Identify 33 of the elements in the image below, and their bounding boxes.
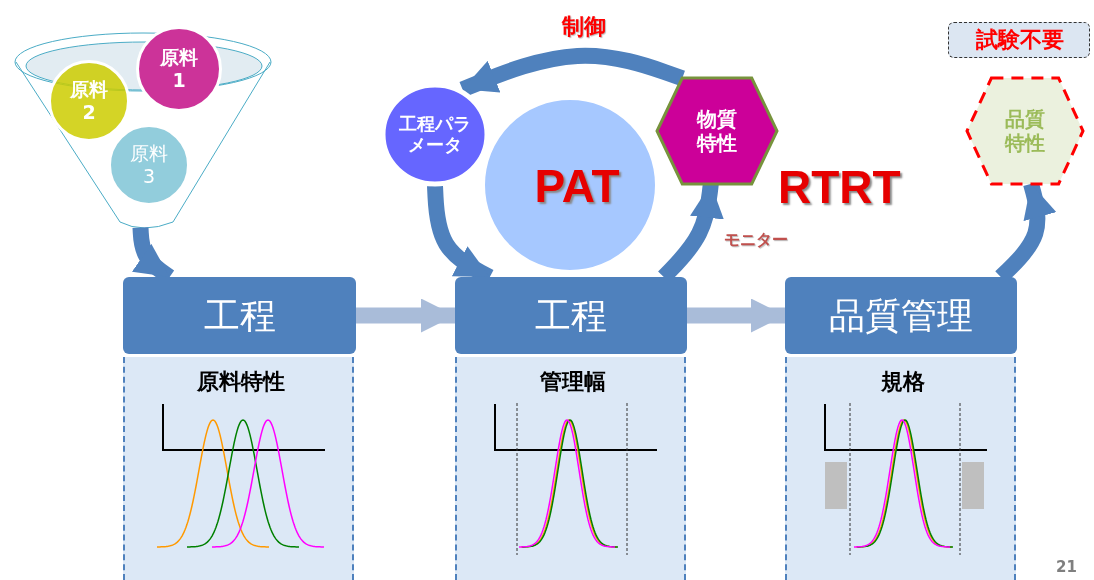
node-label: 物質特性 [695, 107, 738, 155]
panel-title: 原料特性 [195, 369, 286, 396]
chevron-arrow [356, 298, 455, 333]
panel-title: 管理幅 [538, 369, 607, 396]
process-header [455, 277, 687, 354]
node-label: 原料2 [69, 78, 109, 124]
node-label: 試験不要 [975, 26, 1065, 54]
acronym-label: RTRT [778, 160, 901, 214]
chart-panel [455, 357, 686, 580]
node-label: 工程パラメータ [398, 112, 472, 157]
chevron-arrow [687, 298, 785, 333]
chart-panel [123, 357, 354, 580]
material-circle [108, 124, 190, 206]
pat-circle [482, 97, 658, 273]
quality-control-header [785, 277, 1017, 354]
node-label: 原料3 [129, 142, 169, 188]
node-label: 品質特性 [1003, 107, 1046, 155]
node-label: 原料1 [159, 46, 199, 92]
curved-arrow [459, 47, 685, 97]
panel-title: 規格 [879, 369, 926, 396]
chart-panel [785, 357, 1016, 580]
material-attribute-hexagon [655, 76, 779, 186]
page-number: 21 [1056, 558, 1077, 576]
node-label: 工程 [534, 293, 608, 338]
material-circle [136, 26, 222, 112]
node-label: 品質管理 [828, 293, 974, 338]
process-header [123, 277, 356, 354]
note-box [948, 22, 1090, 58]
quality-attribute-hexagon [965, 76, 1085, 186]
material-circle [48, 60, 130, 142]
edge-label: モニター [722, 230, 790, 251]
node-label: PAT [533, 159, 621, 214]
node-label: 工程 [202, 293, 277, 338]
